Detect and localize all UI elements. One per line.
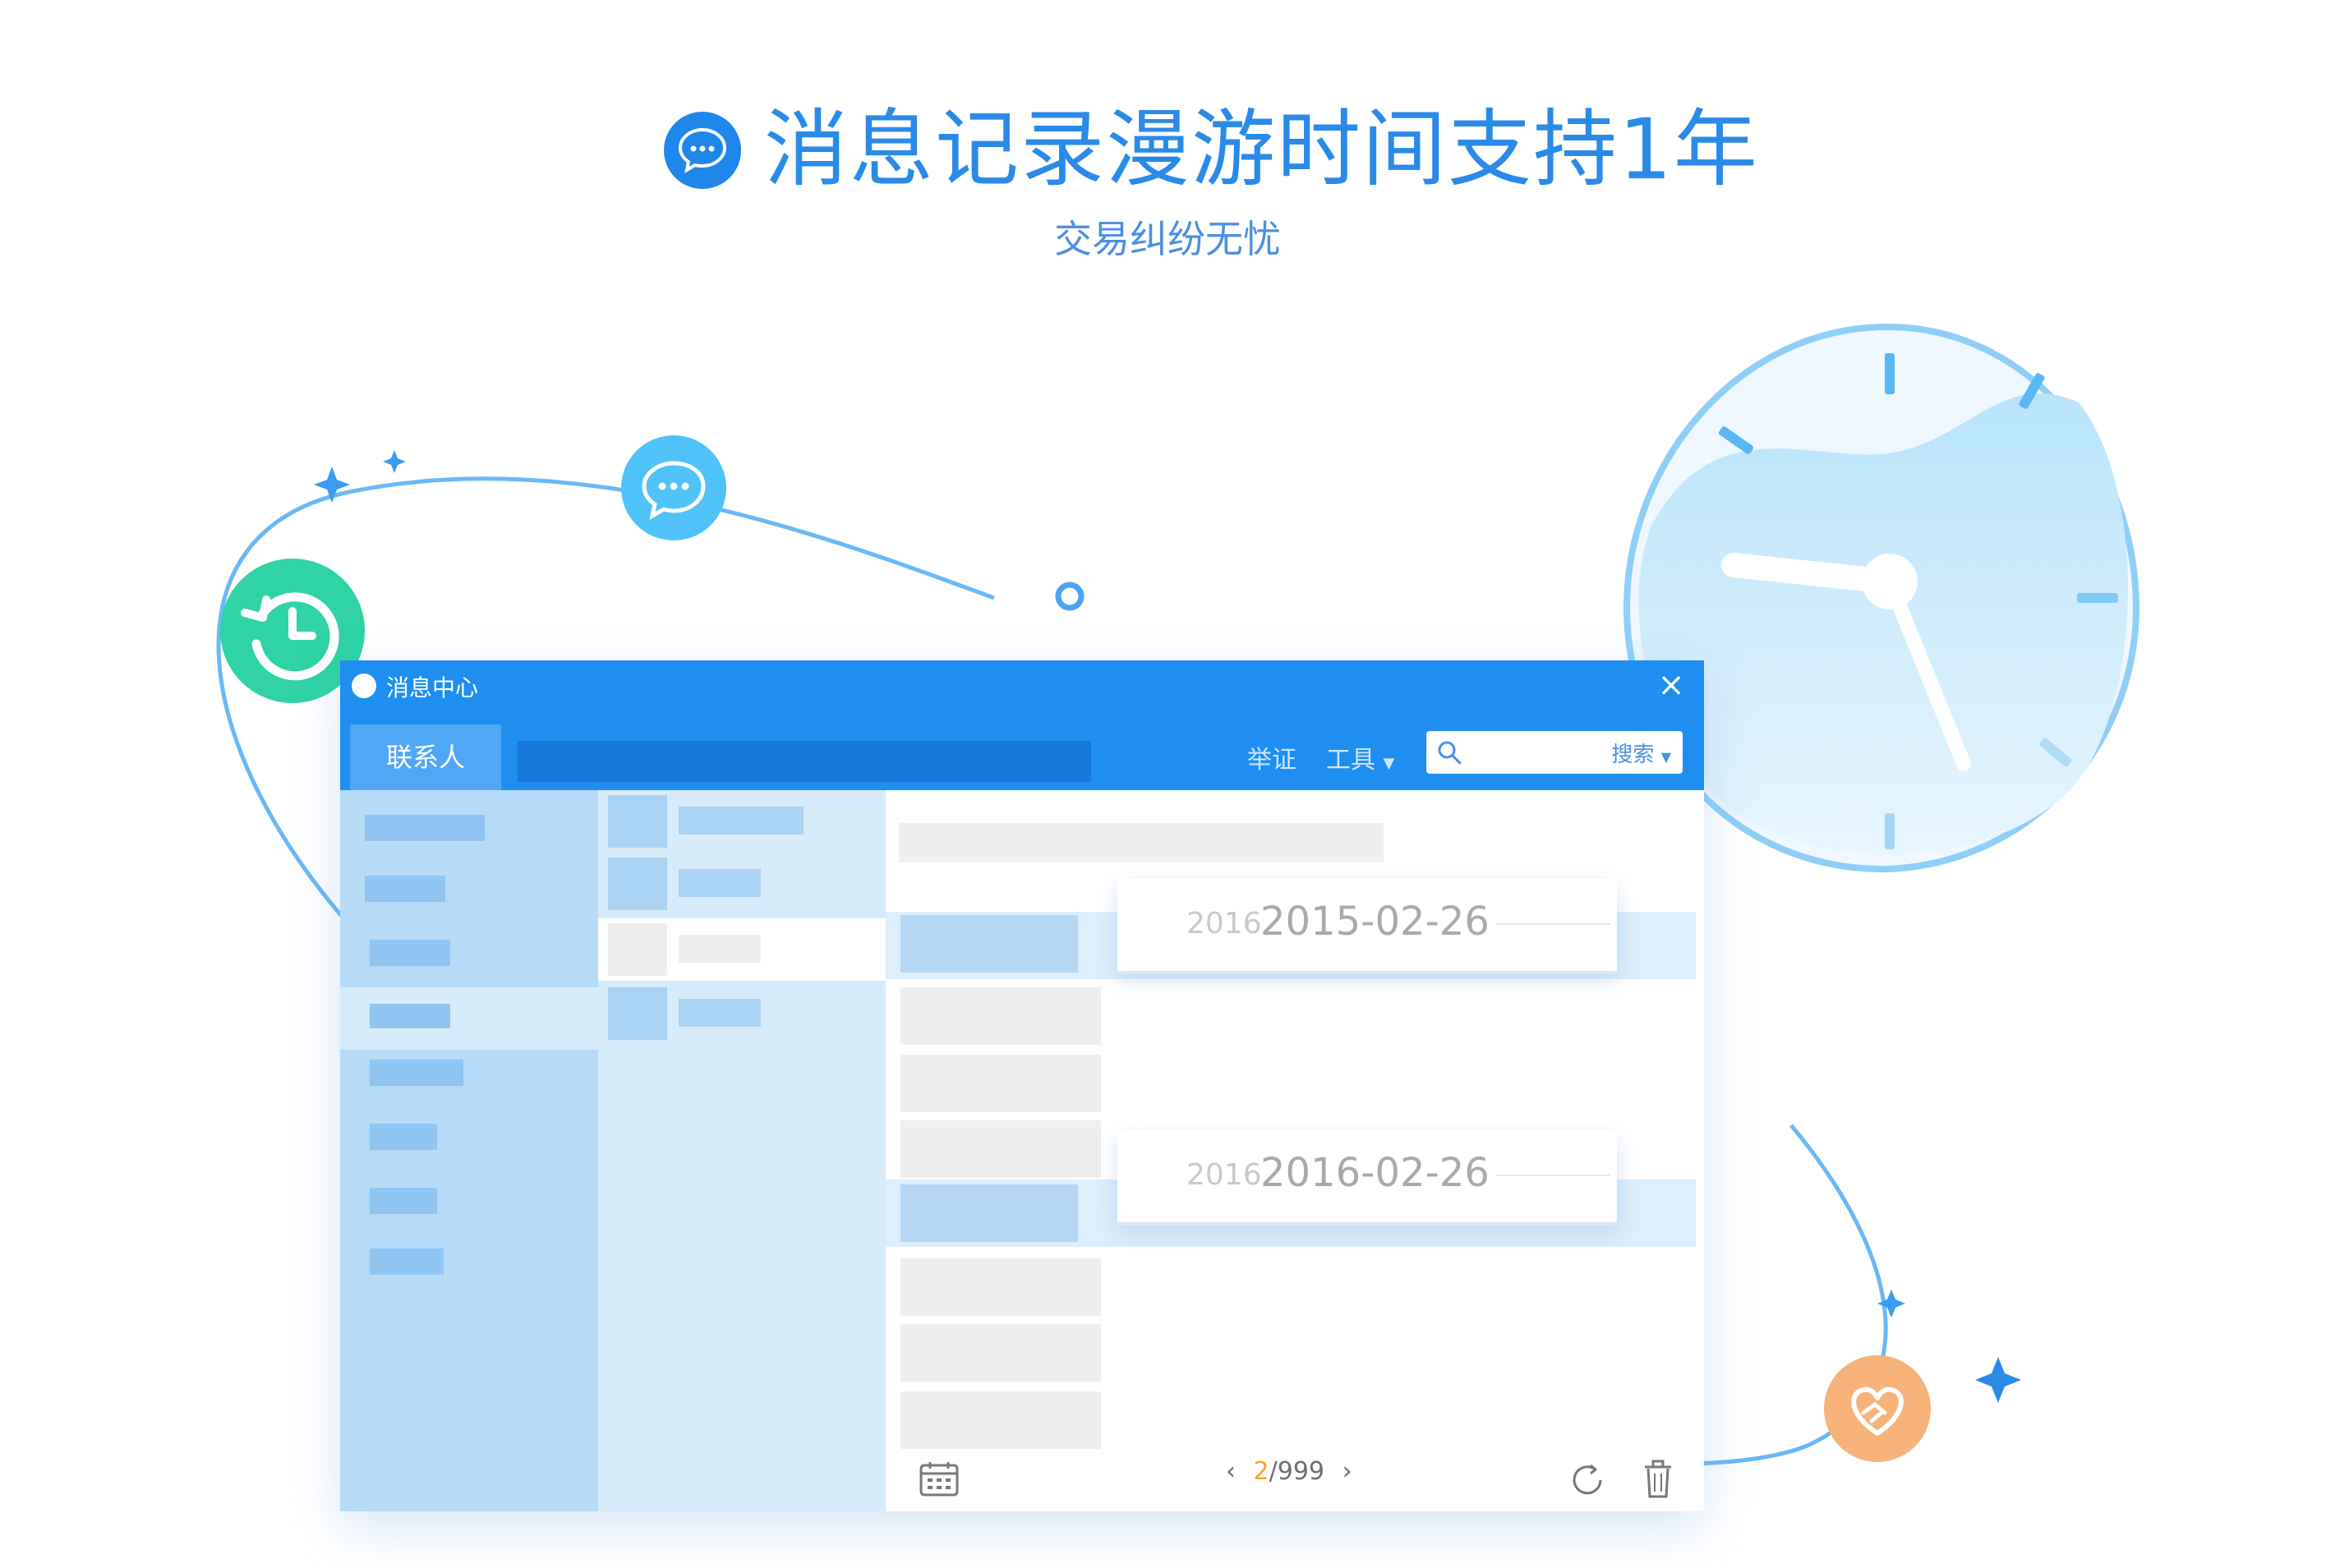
date-card-year: 2016	[1186, 1158, 1262, 1192]
calendar-icon[interactable]	[919, 1460, 960, 1498]
list-item[interactable]	[370, 940, 450, 966]
list-item-label[interactable]	[679, 807, 804, 835]
list-item[interactable]	[365, 815, 485, 841]
search-label: 搜索	[1611, 743, 1655, 767]
message-log: 2016 2015-02-26 2016 2016-02-26	[886, 790, 1704, 1511]
headline-subtitle: 交易纠纷无忧	[1054, 217, 1281, 261]
message-placeholder	[899, 823, 1384, 862]
avatar	[608, 795, 667, 848]
message-center-window: 消息中心 × 联系人 举证 工具 ▼ 搜索 ▼	[340, 660, 1704, 1511]
window-titlebar: 消息中心 ×	[340, 660, 1704, 710]
date-card-year: 2016	[1186, 907, 1262, 940]
chevron-down-icon: ▼	[1383, 755, 1395, 772]
tools-menu[interactable]: 工具 ▼	[1326, 739, 1394, 775]
divider	[1495, 1175, 1610, 1176]
list-item[interactable]	[365, 876, 445, 902]
avatar	[608, 858, 667, 910]
message-placeholder	[900, 1258, 1101, 1316]
search-button[interactable]: 搜索 ▼	[1611, 738, 1671, 768]
date-card: 2016 2016-02-26	[1117, 1130, 1617, 1225]
search-input[interactable]: 搜索 ▼	[1426, 731, 1683, 774]
message-placeholder	[900, 1391, 1101, 1449]
headline-section: 消息记录漫游时间支持1年	[0, 97, 2335, 212]
list-item-label	[370, 1004, 450, 1028]
list-item-label[interactable]	[679, 999, 761, 1027]
pager: ‹ 2/999 ›	[1226, 1457, 1352, 1486]
divider	[1495, 923, 1610, 925]
message-placeholder	[900, 1324, 1101, 1382]
date-card-date: 2015-02-26	[1260, 899, 1490, 945]
chevron-down-icon: ▼	[1660, 749, 1671, 765]
list-item[interactable]	[370, 1248, 444, 1275]
close-icon[interactable]: ×	[1657, 666, 1685, 704]
date-card: 2016 2015-02-26	[1117, 879, 1617, 974]
headline-title: 消息记录漫游时间支持1年	[764, 101, 1759, 199]
message-placeholder	[900, 987, 1101, 1045]
message-placeholder	[900, 915, 1078, 973]
contact-list	[598, 790, 886, 1511]
list-item[interactable]	[370, 1188, 437, 1214]
total-pages: /999	[1269, 1457, 1325, 1486]
handshake-icon	[1824, 1355, 1931, 1462]
refresh-icon[interactable]	[1568, 1460, 1609, 1501]
message-placeholder	[900, 1120, 1101, 1178]
window-title: 消息中心	[386, 674, 479, 701]
clock-illustration	[1623, 323, 2140, 873]
message-placeholder	[900, 1184, 1078, 1242]
contact-group-list	[340, 790, 598, 1511]
tools-label: 工具	[1326, 746, 1375, 775]
chat-icon	[664, 112, 741, 189]
chat-bubble-icon	[621, 435, 726, 540]
current-page: 2	[1253, 1457, 1269, 1486]
app-logo-icon	[352, 674, 376, 698]
message-placeholder	[900, 1055, 1101, 1112]
avatar	[608, 923, 667, 976]
prev-page-button[interactable]: ‹	[1226, 1457, 1236, 1486]
search-icon	[1438, 741, 1462, 765]
list-item[interactable]	[370, 1060, 463, 1086]
list-item-label	[679, 935, 761, 963]
list-item-label[interactable]	[679, 869, 761, 897]
avatar	[608, 987, 667, 1040]
list-item[interactable]	[370, 1124, 437, 1150]
date-card-date: 2016-02-26	[1260, 1150, 1490, 1196]
next-page-button[interactable]: ›	[1342, 1457, 1352, 1486]
tab-contacts[interactable]: 联系人	[350, 724, 501, 790]
tab-strip	[518, 741, 1091, 782]
report-link[interactable]: 举证	[1247, 746, 1296, 775]
window-toolbar: 联系人 举证 工具 ▼ 搜索 ▼	[340, 710, 1704, 790]
trash-icon[interactable]	[1642, 1459, 1674, 1500]
